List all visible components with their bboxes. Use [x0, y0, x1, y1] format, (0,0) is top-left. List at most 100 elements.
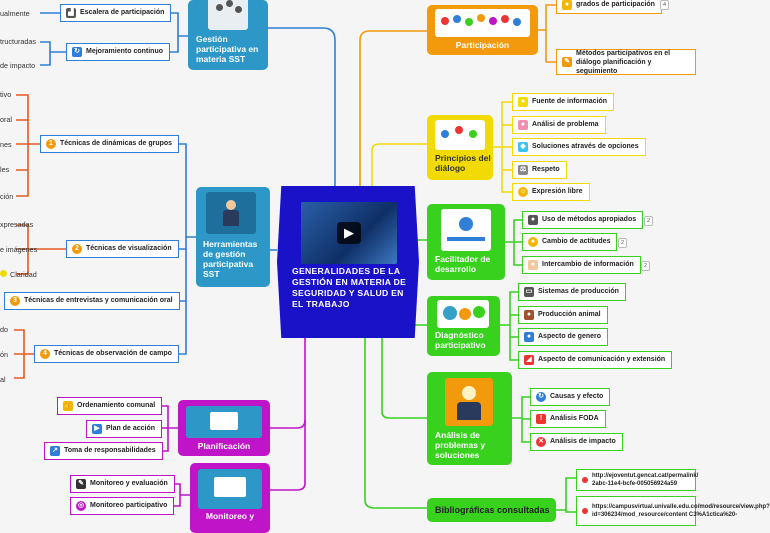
sub-soluciones-opciones[interactable]: ◆ Soluciones através de opciones: [512, 138, 646, 156]
leaf-text[interactable]: ción: [0, 192, 14, 201]
leaf-text[interactable]: oral: [0, 115, 12, 124]
handshake-icon: ●: [528, 260, 538, 270]
sub-monitoreo-participativo[interactable]: ◎ Monitoreo participativo: [70, 497, 175, 515]
leaf-text[interactable]: ualmente: [0, 9, 30, 18]
sub-aspecto-genero[interactable]: ● Aspecto de genero: [518, 328, 609, 346]
sub-cambio-actitudes[interactable]: ● Cambio de actitudes: [522, 233, 618, 251]
central-topic[interactable]: ▶ GENERALIDADES DE LA GESTIÓN EN MATERIA…: [277, 186, 419, 338]
sub-label: Soluciones através de opciones: [532, 143, 639, 150]
sub-grados-participacion[interactable]: ● grados de participación: [556, 0, 662, 14]
topic-label: Facilitador de desarrollo: [435, 254, 491, 274]
play-icon[interactable]: ▶: [337, 222, 361, 244]
sub-label: Análisis FODA: [550, 415, 599, 422]
cross-icon: ✕: [536, 437, 546, 447]
presentation-figure-icon: [206, 192, 256, 234]
topic-label: Participación: [455, 40, 510, 50]
leaf-text[interactable]: tructuradas: [0, 37, 36, 46]
sub-label: Expresión libre: [532, 188, 583, 195]
topic-label: Análisis de problemas y soluciones: [435, 430, 486, 460]
sub-label: Intercambio de información: [542, 261, 634, 268]
sub-label: Técnicas de entrevistas y comunicación o…: [24, 297, 173, 304]
cycle-icon: ↻: [72, 47, 82, 57]
sub-respeto[interactable]: ⚖ Respeto: [512, 161, 567, 179]
topic-label: Monitoreo y: [205, 511, 255, 521]
number-3-icon: 3: [10, 296, 20, 306]
monitoring-figure-icon: [198, 469, 262, 509]
leaf-text[interactable]: do: [0, 325, 8, 334]
crowd-figures-icon: [435, 9, 530, 37]
sub-fuente-informacion[interactable]: ● Fuente de información: [512, 93, 615, 111]
topic-bibliograficas[interactable]: Bibliográficas consultadas: [427, 498, 556, 522]
sub-causas-efecto[interactable]: ↻ Causas y efecto: [530, 388, 611, 406]
sub-link-campusvirtual[interactable]: https://campusvirtual.univalle.edu.co/mo…: [576, 496, 770, 526]
sub-label: Toma de responsabilidades: [64, 447, 156, 454]
topic-label: Herramientas de gestión participativa SS…: [203, 239, 258, 279]
leaf-claridad[interactable]: Claridad: [0, 270, 37, 279]
sub-tecnicas-visualizacion[interactable]: 2 Técnicas de visualización: [66, 240, 179, 258]
sub-analisis-impacto[interactable]: ✕ Análisis de impacto: [530, 433, 623, 451]
sub-uso-metodos[interactable]: ● Uso de métodos apropiados: [522, 211, 644, 229]
sub-plan-accion[interactable]: ▶ Plan de acción: [86, 420, 163, 438]
sub-label: http://ejoventut.gencat.cat/permalink/ 2…: [592, 473, 699, 487]
count-badge: 2: [644, 216, 654, 226]
pen-icon: ✎: [76, 479, 86, 489]
sub-label: Plan de acción: [106, 425, 156, 432]
leaf-text[interactable]: les: [0, 165, 10, 174]
number-2-icon: 2: [72, 244, 82, 254]
sub-intercambio-informacion[interactable]: ● Intercambio de información: [522, 256, 641, 274]
sub-expresion-libre[interactable]: ☺ Expresión libre: [512, 183, 590, 201]
topic-monitoreo[interactable]: Monitoreo y: [190, 463, 270, 533]
link-dot-icon: [582, 477, 588, 483]
problem-solving-figure-icon: [445, 378, 493, 426]
thumbs-up-icon: 👍: [63, 401, 73, 411]
sub-tecnicas-observacion[interactable]: 4 Técnicas de observación de campo: [34, 345, 179, 363]
sub-label: grados de participación: [576, 1, 655, 8]
sub-tecnicas-entrevistas[interactable]: 3 Técnicas de entrevistas y comunicación…: [4, 292, 180, 310]
topic-facilitador-desarrollo[interactable]: Facilitador de desarrollo: [427, 204, 505, 280]
topic-planificacion[interactable]: Planificación: [178, 400, 270, 456]
count-badge: 2: [618, 238, 628, 248]
topic-participacion[interactable]: Participación: [427, 5, 538, 55]
sub-label: Técnicas de visualización: [86, 245, 172, 252]
sub-metodos-participativos[interactable]: ✎ Métodos participativos en el diálogo p…: [556, 49, 696, 75]
leaf-text[interactable]: al: [0, 375, 6, 384]
leaf-text[interactable]: tivo: [0, 90, 12, 99]
leaf-text[interactable]: nes: [0, 140, 12, 149]
number-4-icon: 4: [40, 349, 50, 359]
sub-label: Análisis de impacto: [550, 438, 616, 445]
sub-analisi-problema[interactable]: ● Análisi de problema: [512, 116, 606, 134]
sub-escalera-participacion[interactable]: ▟ Escalera de participación: [60, 4, 172, 22]
leaf-text[interactable]: ón: [0, 350, 8, 359]
count-badge: 4: [660, 0, 670, 10]
sub-link-ejoventut[interactable]: http://ejoventut.gencat.cat/permalink/ 2…: [576, 469, 699, 491]
leaf-text[interactable]: e imágenes: [0, 245, 38, 254]
diamond-icon: ◆: [518, 142, 528, 152]
topic-gestion-participativa[interactable]: Gestión participativa en materia SST: [188, 0, 268, 70]
sub-label: https://campusvirtual.univalle.edu.co/mo…: [592, 504, 770, 518]
topic-label: Diagnóstico participativo: [435, 330, 486, 350]
topic-herramientas-gestion[interactable]: Herramientas de gestión participativa SS…: [196, 187, 270, 287]
sub-produccion-animal[interactable]: ● Producción animal: [518, 306, 608, 324]
sub-label: Monitoreo y evaluación: [90, 480, 168, 487]
sub-mejoramiento-continuo[interactable]: ↻ Mejoramiento continuo: [66, 43, 170, 61]
leaf-text[interactable]: xpresadas: [0, 220, 34, 229]
sub-label: Producción animal: [538, 311, 601, 318]
scales-icon: ⚖: [518, 165, 528, 175]
topic-principios-dialogo[interactable]: Principios del diálogo: [427, 115, 493, 180]
sub-sistemas-produccion[interactable]: ▭ Sistemas de producción: [518, 283, 626, 301]
cycle-icon: ↻: [536, 392, 546, 402]
sub-tecnicas-dinamicas-grupos[interactable]: 1 Técnicas de dinámicas de grupos: [40, 135, 180, 153]
topic-label: Planificación: [197, 441, 251, 451]
medal-icon: ●: [528, 237, 538, 247]
topic-diagnostico-participativo[interactable]: Diagnóstico participativo: [427, 296, 500, 356]
sub-monitoreo-evaluacion[interactable]: ✎ Monitoreo y evaluación: [70, 475, 175, 493]
sub-aspecto-comunicacion[interactable]: ◢ Aspecto de comunicación y extensión: [518, 351, 673, 369]
topic-analisis-problemas[interactable]: Análisis de problemas y soluciones: [427, 372, 512, 465]
video-thumbnail[interactable]: ▶: [301, 202, 397, 264]
leaf-text[interactable]: de impacto: [0, 61, 36, 70]
sub-ordenamiento-comunal[interactable]: 👍 Ordenamiento comunal: [57, 397, 163, 415]
sub-analisis-foda[interactable]: ! Análisis FODA: [530, 410, 606, 428]
animal-icon: ●: [524, 310, 534, 320]
sub-toma-responsabilidades[interactable]: ↗ Toma de responsabilidades: [44, 442, 163, 460]
topic-label: Gestión participativa en materia SST: [196, 34, 259, 64]
